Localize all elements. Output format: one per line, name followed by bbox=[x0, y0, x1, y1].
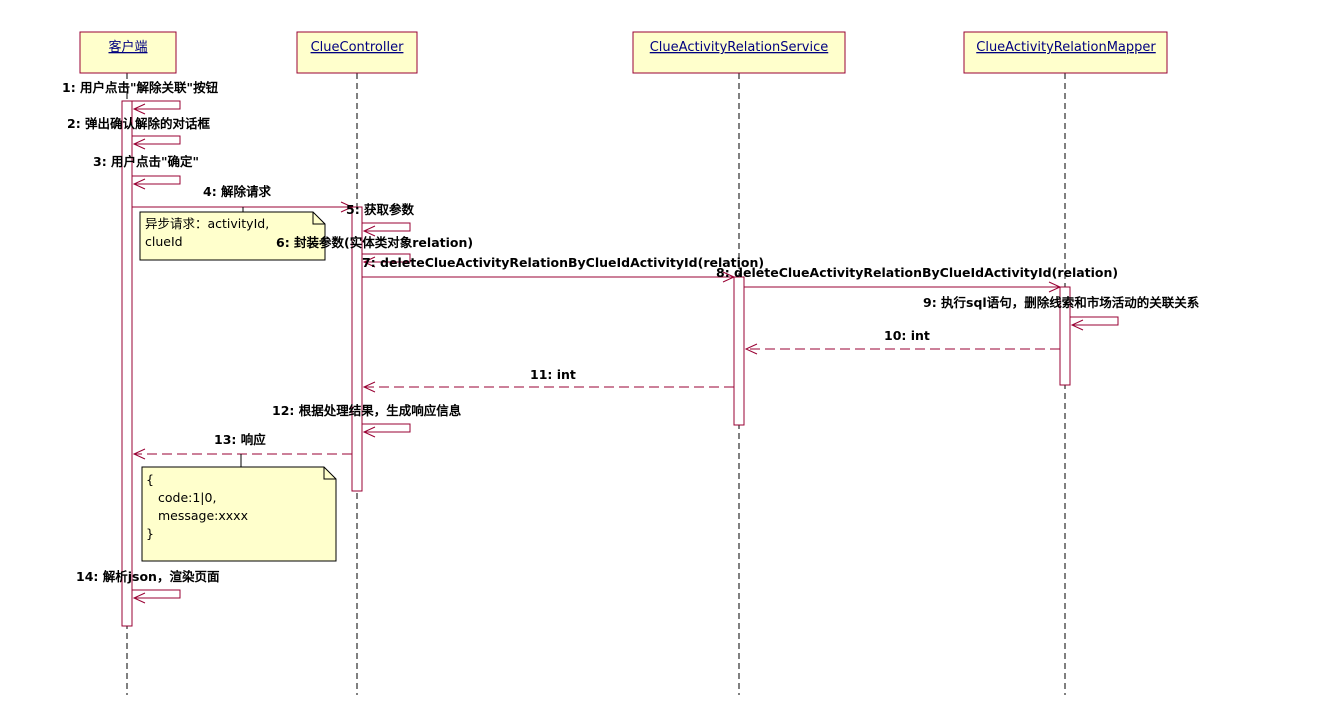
note-2-line-2: code:1|0, bbox=[158, 490, 216, 505]
message-5-label: 5: 获取参数 bbox=[346, 202, 415, 217]
message-5-arrowhead bbox=[362, 225, 376, 237]
note-1-line-2: clueId bbox=[145, 234, 183, 249]
message-10-arrowhead bbox=[744, 343, 758, 355]
message-3-arrowhead bbox=[132, 178, 146, 190]
message-13-label: 13: 响应 bbox=[214, 432, 266, 447]
message-3-label: 3: 用户点击"确定" bbox=[93, 154, 199, 169]
lifeline-headers: 客户端 ClueController ClueActivityRelationS… bbox=[79, 31, 1168, 74]
lifeline-title-service: ClueActivityRelationService bbox=[650, 40, 829, 55]
message-labels: 1: 用户点击"解除关联"按钮 2: 弹出确认解除的对话框 3: 用户点击"确定… bbox=[62, 80, 1200, 584]
message-7-arrowhead bbox=[722, 271, 736, 283]
message-12-label: 12: 根据处理结果，生成响应信息 bbox=[272, 403, 462, 418]
note-2-fold bbox=[323, 467, 336, 480]
message-10-label: 10: int bbox=[884, 328, 930, 343]
note-1-fold bbox=[312, 212, 325, 225]
message-14-arrowhead bbox=[132, 592, 146, 604]
lifeline-box-mapper[interactable] bbox=[963, 31, 1168, 74]
message-1-arrow bbox=[132, 100, 181, 110]
message-6-label: 6: 封装参数(实体类对象relation) bbox=[276, 235, 473, 250]
message-1-arrowhead bbox=[132, 103, 146, 115]
message-14-label: 14: 解析json，渲染页面 bbox=[76, 569, 220, 584]
message-1-label: 1: 用户点击"解除关联"按钮 bbox=[62, 80, 219, 95]
message-2-label: 2: 弹出确认解除的对话框 bbox=[67, 116, 211, 131]
message-4-label: 4: 解除请求 bbox=[203, 184, 272, 199]
note-2[interactable] bbox=[141, 466, 337, 562]
activation-client bbox=[121, 100, 133, 627]
lifeline-title-client: 客户端 bbox=[108, 39, 147, 55]
lifeline-box-service[interactable] bbox=[632, 31, 846, 74]
message-4-arrowhead bbox=[340, 201, 354, 213]
message-8-arrowhead bbox=[1048, 281, 1062, 293]
note-2-line-4: } bbox=[146, 526, 154, 541]
lifeline-title-mapper: ClueActivityRelationMapper bbox=[976, 40, 1156, 55]
message-5-arrow bbox=[362, 222, 411, 232]
note-1-line-1: 异步请求：activityId, bbox=[145, 216, 269, 231]
activation-service bbox=[733, 276, 745, 426]
message-8-label: 8: deleteClueActivityRelationByClueIdAct… bbox=[716, 265, 1118, 280]
message-14-arrow bbox=[132, 589, 181, 599]
messages bbox=[132, 100, 1119, 604]
message-2-arrow bbox=[132, 135, 181, 145]
activation-bars bbox=[121, 100, 1071, 627]
message-11-label: 11: int bbox=[530, 367, 576, 382]
message-2-arrowhead bbox=[132, 138, 146, 150]
message-6-arrow bbox=[362, 253, 411, 263]
message-6-arrowhead bbox=[362, 256, 376, 268]
lifeline-box-client[interactable] bbox=[79, 31, 177, 74]
message-9-label: 9: 执行sql语句，删除线索和市场活动的关联关系 bbox=[923, 295, 1200, 310]
message-3-arrow bbox=[132, 175, 181, 185]
note-1[interactable] bbox=[139, 211, 326, 261]
lifelines bbox=[126, 73, 1066, 695]
note-2-line-3: message:xxxx bbox=[158, 508, 248, 523]
activation-mapper bbox=[1059, 286, 1071, 386]
message-11-arrowhead bbox=[362, 381, 376, 393]
note-2-line-1: { bbox=[146, 472, 154, 487]
message-13-arrowhead bbox=[132, 448, 146, 460]
notes: 异步请求：activityId, clueId { code:1|0, mess… bbox=[139, 207, 337, 562]
message-12-arrowhead bbox=[362, 426, 376, 438]
message-9-arrow bbox=[1070, 316, 1119, 326]
lifeline-title-controller: ClueController bbox=[311, 40, 405, 55]
activation-controller bbox=[351, 206, 363, 492]
lifeline-box-controller[interactable] bbox=[296, 31, 418, 74]
message-7-label: 7: deleteClueActivityRelationByClueIdAct… bbox=[362, 255, 764, 270]
message-12-arrow bbox=[362, 423, 411, 433]
message-9-arrowhead bbox=[1070, 319, 1084, 331]
